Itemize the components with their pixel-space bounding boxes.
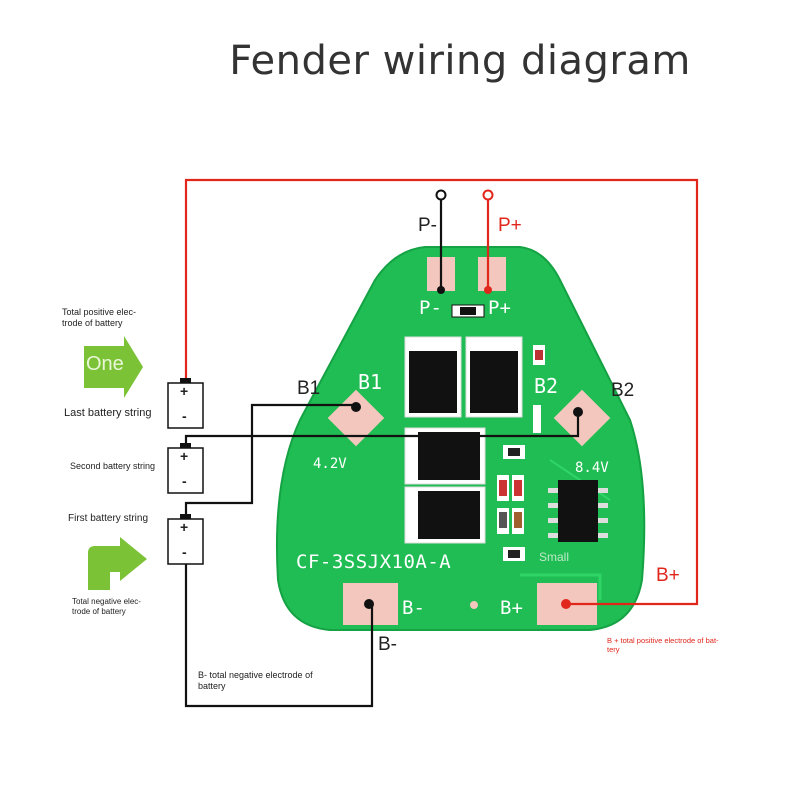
b2-dot [573, 407, 583, 417]
label-total-positive: Total positive elec- trode of battery [62, 307, 137, 328]
cell2-minus: - [182, 473, 187, 489]
cell1-plus: + [180, 519, 189, 535]
note-b-plus: B + total positive electrode of bat- ter… [607, 636, 719, 654]
pad-p-plus [478, 257, 506, 291]
b-plus-dot [561, 599, 571, 609]
wire-b1-black [184, 403, 356, 520]
silk-b1: B1 [358, 370, 383, 394]
wire-b-minus-black [184, 563, 374, 708]
pcb-trace [520, 573, 602, 600]
cell3-plus: + [180, 383, 189, 399]
label-b-plus: B+ [656, 565, 680, 586]
label-first-string: First battery string [68, 513, 149, 524]
label-p-minus: P- [418, 215, 437, 236]
silk-p-minus: P- [419, 297, 442, 319]
label-b1: B1 [297, 378, 321, 399]
label-total-negative: Total negative elec- trode of battery [72, 597, 141, 616]
p-plus-dot [484, 286, 492, 294]
silk-b-minus: B- [402, 597, 425, 619]
wire-total-positive-red [184, 178, 699, 606]
label-b2: B2 [611, 380, 635, 401]
cell3-minus: - [182, 408, 187, 424]
diagram-title: Fender wiring diagram [229, 38, 691, 84]
silk-model: CF-3SSJX10A-A [296, 551, 452, 573]
turn-arrow [88, 537, 147, 590]
label-b-minus: B- [378, 634, 397, 655]
terminal-p-plus [482, 189, 494, 201]
one-arrow [84, 336, 143, 398]
b-minus-dot [364, 599, 374, 609]
mount-hole [470, 601, 478, 609]
label-second-string: Second battery string [70, 461, 156, 471]
p-minus-dot [437, 286, 445, 294]
note-b-minus: B- total negative electrode of battery [198, 670, 313, 691]
terminal-p-minus [435, 189, 447, 201]
smd-component [460, 307, 476, 315]
silk-8v4: 8.4V [575, 460, 609, 476]
smd-parts [497, 345, 545, 561]
label-last-string: Last battery string [64, 407, 152, 419]
protection-ic [548, 480, 608, 542]
battery-cells [167, 378, 204, 565]
silk-4v2: 4.2V [313, 456, 347, 472]
cell1-minus: - [182, 544, 187, 560]
silk-b-plus: B+ [500, 597, 523, 619]
silk-small: Small [539, 550, 570, 564]
b1-dot [351, 402, 361, 412]
mosfet-chips [404, 336, 523, 544]
silk-p-plus: P+ [488, 297, 511, 319]
one-badge-text: One [86, 353, 124, 375]
label-p-plus: P+ [498, 215, 522, 236]
silk-b2: B2 [534, 374, 559, 398]
cell2-plus: + [180, 448, 189, 464]
